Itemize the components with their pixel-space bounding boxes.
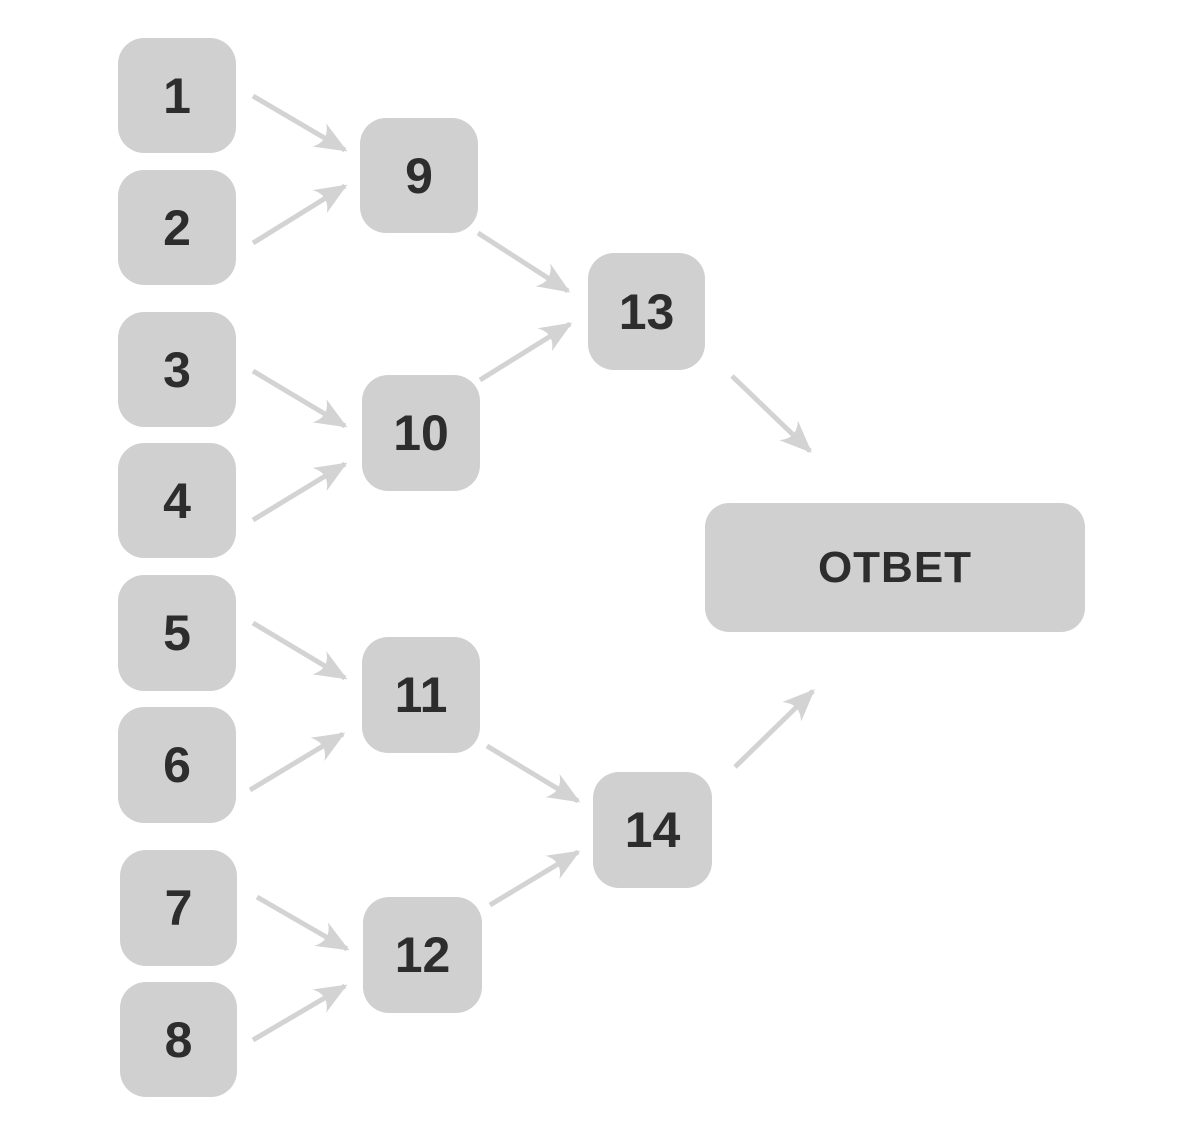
- node-8: 8: [120, 982, 237, 1097]
- edge-1-9: [251, 93, 348, 153]
- node-11: 11: [362, 637, 480, 753]
- node-2: 2: [118, 170, 236, 285]
- node-2-label: 2: [163, 199, 191, 256]
- node-5-label: 5: [163, 605, 191, 661]
- node-5: 5: [118, 575, 236, 691]
- edge-12-14: [488, 849, 581, 908]
- edge-9-13: [476, 230, 571, 294]
- node-10-label: 10: [393, 405, 449, 461]
- node-10: 10: [362, 375, 480, 491]
- edge-6-11: [248, 731, 346, 793]
- node-14-label: 14: [624, 802, 681, 858]
- node-7-label: 7: [164, 880, 193, 936]
- node-11-label: 11: [394, 667, 448, 723]
- edge-14-answer: [733, 689, 815, 769]
- edge-4-10: [251, 461, 348, 523]
- node-3: 3: [118, 312, 236, 427]
- edge-5-11: [251, 620, 348, 681]
- node-9-label: 9: [405, 147, 433, 204]
- node-12: 12: [363, 897, 482, 1013]
- node-6: 6: [118, 707, 236, 823]
- node-answer-label: ОТВЕТ: [817, 542, 973, 592]
- edge-11-14: [485, 743, 581, 804]
- edge-2-9: [251, 183, 348, 246]
- node-13: 13: [588, 253, 705, 370]
- edge-3-10: [251, 368, 348, 429]
- node-4: 4: [118, 443, 236, 558]
- node-1: 1: [118, 38, 236, 153]
- node-14: 14: [593, 772, 712, 888]
- node-1-label: 1: [163, 67, 191, 124]
- node-13-label: 13: [618, 283, 675, 340]
- edge-13-answer: [730, 374, 812, 453]
- node-7: 7: [120, 850, 237, 966]
- node-3-label: 3: [163, 341, 191, 398]
- node-12-label: 12: [394, 927, 451, 983]
- node-6-label: 6: [163, 737, 191, 793]
- node-9: 9: [360, 118, 478, 233]
- edge-7-12: [255, 894, 350, 952]
- edge-8-12: [251, 983, 348, 1043]
- node-4-label: 4: [163, 472, 191, 529]
- edge-10-13: [478, 321, 573, 383]
- node-8-label: 8: [164, 1011, 193, 1068]
- node-answer: ОТВЕТ: [705, 503, 1085, 632]
